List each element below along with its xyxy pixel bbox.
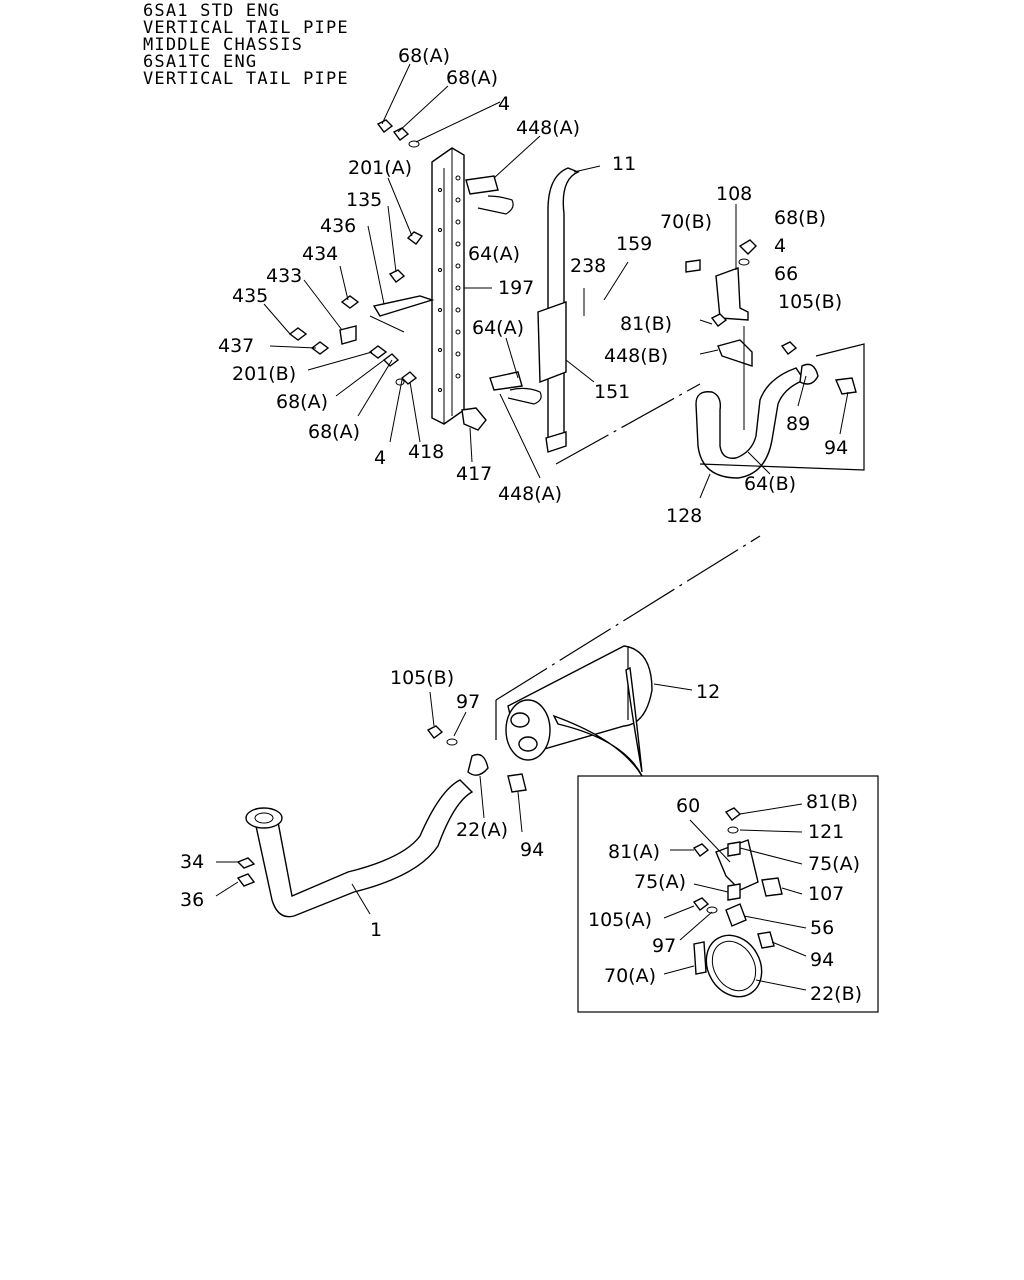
header-line: 6SA1TC ENG — [143, 52, 258, 72]
detail-frame — [577, 775, 879, 1013]
callout-68a: 68(A) — [398, 45, 450, 67]
callout-94: 94 — [824, 437, 848, 459]
callout-434: 434 — [302, 243, 338, 265]
callout-81b: 81(B) — [806, 791, 858, 813]
header-line: 6SA1 STD ENG — [143, 1, 281, 21]
callout-68a: 68(A) — [276, 391, 328, 413]
callout-68a: 68(A) — [446, 67, 498, 89]
callout-135: 135 — [346, 189, 382, 211]
callout-1: 1 — [370, 919, 382, 941]
callout-238: 238 — [570, 255, 606, 277]
callout-56: 56 — [810, 917, 834, 939]
callout-89: 89 — [786, 413, 810, 435]
callout-105b: 105(B) — [390, 667, 454, 689]
callout-labels: 68(A) 68(A) 4 448(A) 201(A) 11 108 135 7… — [180, 45, 862, 1005]
callout-81a: 81(A) — [608, 841, 660, 863]
callout-94: 94 — [520, 839, 544, 861]
callout-36: 36 — [180, 889, 204, 911]
callout-64b: 64(B) — [744, 473, 796, 495]
callout-105a: 105(A) — [588, 909, 652, 931]
header-line: VERTICAL TAIL PIPE — [143, 69, 349, 89]
callout-201a: 201(A) — [348, 157, 412, 179]
callout-94: 94 — [810, 949, 834, 971]
diagram-header: 6SA1 STD ENG VERTICAL TAIL PIPE MIDDLE C… — [143, 3, 349, 88]
u-bolt-upper — [465, 175, 514, 215]
callout-4: 4 — [498, 93, 510, 115]
callout-418: 418 — [408, 441, 444, 463]
callout-448b: 448(B) — [604, 345, 668, 367]
callout-11: 11 — [612, 153, 636, 175]
callout-75a: 75(A) — [808, 853, 860, 875]
callout-97: 97 — [456, 691, 480, 713]
callout-68a: 68(A) — [308, 421, 360, 443]
leader-lines — [215, 63, 849, 991]
detail-pointer — [625, 666, 643, 773]
callout-448a: 448(A) — [498, 483, 562, 505]
u-bolt-lower — [489, 371, 542, 405]
callout-436: 436 — [320, 215, 356, 237]
callout-435: 435 — [232, 285, 268, 307]
callout-437: 437 — [218, 335, 254, 357]
front-pipe — [236, 779, 474, 918]
detail-inset — [577, 775, 879, 1013]
callout-97: 97 — [652, 935, 676, 957]
callout-128: 128 — [666, 505, 702, 527]
upper-fasteners — [288, 119, 487, 431]
callout-60: 60 — [676, 795, 700, 817]
callout-22a: 22(A) — [456, 819, 508, 841]
callout-197: 197 — [498, 277, 534, 299]
callout-81b: 81(B) — [620, 313, 672, 335]
tail-pipe — [537, 167, 701, 465]
muffler — [495, 535, 761, 761]
callout-417: 417 — [456, 463, 492, 485]
callout-68b: 68(B) — [774, 207, 826, 229]
callout-433: 433 — [266, 265, 302, 287]
callout-448a: 448(A) — [516, 117, 580, 139]
callout-108: 108 — [716, 183, 752, 205]
callout-12: 12 — [696, 681, 720, 703]
callout-22b: 22(B) — [810, 983, 862, 1005]
callout-70a: 70(A) — [604, 965, 656, 987]
muffler-fasteners — [426, 725, 527, 793]
bracket-rail — [431, 147, 465, 425]
callout-105b: 105(B) — [778, 291, 842, 313]
callout-75a: 75(A) — [634, 871, 686, 893]
callout-70b: 70(B) — [660, 211, 712, 233]
callout-64a: 64(A) — [468, 243, 520, 265]
callout-66: 66 — [774, 263, 798, 285]
callout-107: 107 — [808, 883, 844, 905]
callout-34: 34 — [180, 851, 204, 873]
right-pipe-assembly — [685, 239, 865, 479]
callout-64a: 64(A) — [472, 317, 524, 339]
header-line: VERTICAL TAIL PIPE — [143, 18, 349, 38]
callout-159: 159 — [616, 233, 652, 255]
callout-151: 151 — [594, 381, 630, 403]
header-line: MIDDLE CHASSIS — [143, 35, 304, 55]
callout-4: 4 — [374, 447, 386, 469]
callout-121: 121 — [808, 821, 844, 843]
callout-201b: 201(B) — [232, 363, 296, 385]
callout-4: 4 — [774, 235, 786, 257]
